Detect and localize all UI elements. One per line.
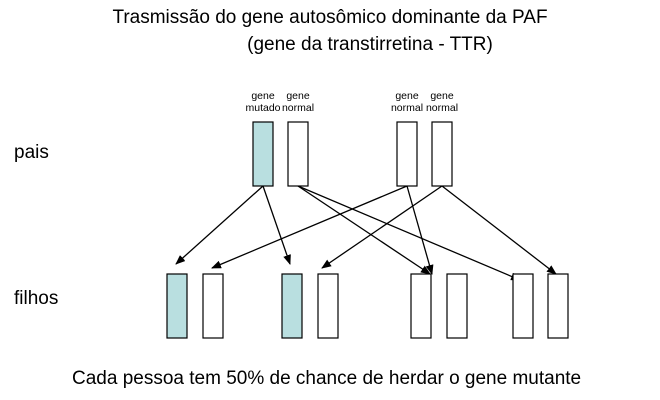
- inheritance-arrow: [441, 185, 557, 275]
- parents-row-label: pais: [14, 142, 49, 163]
- child-allele-normal: [317, 273, 339, 339]
- inheritance-arrow: [297, 185, 521, 281]
- gene-label-normal-parent1: gene normal: [273, 90, 323, 114]
- title-line-1: Trasmissão do gene autosômico dominante …: [112, 7, 548, 28]
- parent-allele-normal: [396, 121, 418, 187]
- parent-allele-normal: [431, 121, 453, 187]
- gene-label-line1: gene: [286, 90, 310, 102]
- gene-label-normal-parent2-a: gene normal: [382, 90, 432, 114]
- gene-label-line2: normal: [425, 102, 459, 114]
- gene-label-line1: gene: [395, 90, 419, 102]
- inheritance-arrow: [262, 185, 291, 265]
- inheritance-arrow: [321, 185, 443, 269]
- title-line-2: (gene da transtirretina - TTR): [247, 34, 493, 55]
- allele-boxes: [166, 121, 569, 339]
- parent-allele-mutant: [252, 121, 274, 187]
- child-allele-normal: [512, 273, 534, 339]
- child-allele-normal: [547, 273, 569, 339]
- gene-label-line2: mutado: [245, 102, 281, 114]
- child-allele-mutant: [281, 273, 303, 339]
- child-allele-normal: [410, 273, 432, 339]
- parent-allele-normal: [287, 121, 309, 187]
- child-allele-normal: [446, 273, 468, 339]
- child-allele-mutant: [166, 273, 188, 339]
- inheritance-arrow: [175, 185, 264, 265]
- gene-label-normal-parent2-b: gene normal: [417, 90, 467, 114]
- children-row-label: filhos: [14, 288, 59, 309]
- gene-label-line1: gene: [430, 90, 454, 102]
- inheritance-arrows: [175, 185, 557, 281]
- gene-label-line2: normal: [281, 102, 315, 114]
- gene-label-line2: normal: [390, 102, 424, 114]
- inheritance-arrow: [406, 185, 434, 275]
- footer-note: Cada pessoa tem 50% de chance de herdar …: [72, 368, 582, 389]
- inheritance-arrow: [211, 185, 408, 269]
- child-allele-normal: [202, 273, 224, 339]
- gene-label-line1: gene: [251, 90, 275, 102]
- gene-label-mutant: gene mutado: [238, 90, 288, 114]
- inheritance-arrow: [297, 185, 431, 275]
